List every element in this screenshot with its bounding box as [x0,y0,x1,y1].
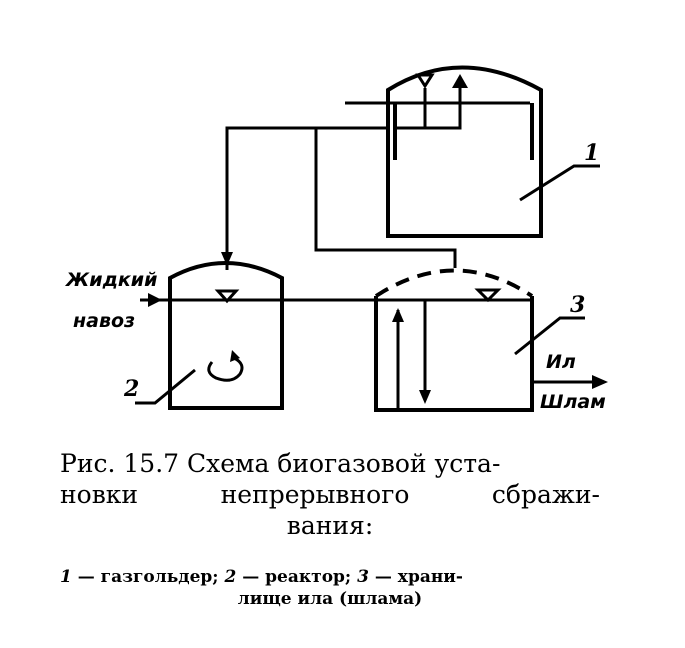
label-number-reactor: 2 [123,376,139,402]
legend-num-1: 1 [60,567,72,587]
reactor-tank [168,261,284,410]
label-liquid-manure-line2: навоз [73,310,135,332]
label-sludge-line2: Шлам [540,391,606,413]
figure-caption: Рис. 15.7 Схема биогазовой уста- новки н… [60,448,600,541]
level-markers [214,288,502,304]
leader-lines [135,164,600,405]
legend-text-3: — храни- [368,567,463,587]
flow-arrows [148,74,608,404]
label-liquid-manure-line1: Жидкий [64,269,157,291]
caption-word-1: новки [60,480,139,509]
legend-text-2: — реактор; [236,567,358,587]
legend-line-1: 1 — газгольдер; 2 — реактор; 3 — храни- [60,566,600,588]
gasholder-tank [386,65,543,238]
label-number-sludge-storage: 3 [570,292,585,318]
caption-word-2: непрерывного [220,480,410,509]
stirring-icon [207,350,244,382]
label-sludge-line1: Ил [546,351,576,373]
legend-line-2: лище ила (шлама) [237,589,423,609]
legend-text-1: — газгольдер; [71,567,225,587]
caption-line-3: вания: [286,511,374,540]
legend-num-3: 3 [357,567,369,587]
gasholder-level-marker [345,73,530,105]
caption-line-2: новки непрерывного сбражи- [60,479,600,510]
pipes [140,80,600,410]
label-number-gasholder: 1 [584,140,599,166]
biogas-plant-diagram: 1 2 3 Жидкий навоз Ил Шлам [64,65,608,413]
figure-legend: 1 — газгольдер; 2 — реактор; 3 — храни- … [60,566,600,610]
legend-num-2: 2 [224,567,237,587]
caption-line-1: Рис. 15.7 Схема биогазовой уста- [60,449,501,478]
caption-word-3: сбражи- [491,480,600,509]
sludge-storage-tank [374,268,534,412]
